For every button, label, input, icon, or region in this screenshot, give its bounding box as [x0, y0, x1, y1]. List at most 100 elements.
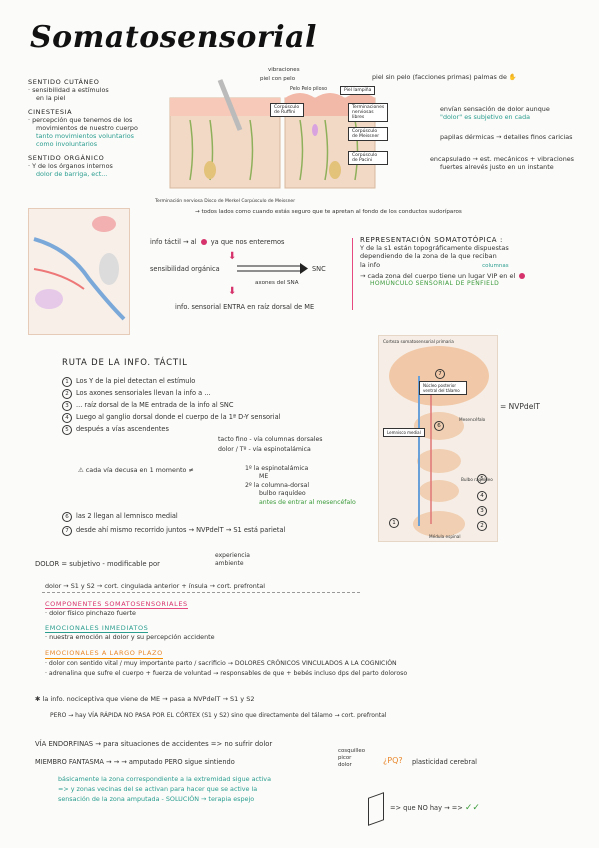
- ruta-number: 2: [62, 389, 72, 399]
- largo-line: · adrenalina que sufre el cuerpo + fuerz…: [45, 670, 408, 677]
- ruta-number: 6: [62, 512, 72, 522]
- nociceptiva-text: la info. nociceptiva que viene de ME → p…: [42, 695, 255, 703]
- sensation-item: cosquilleo: [338, 748, 366, 754]
- representacion-heading: REPRESENTACIÓN SOMATOTÓPICA :: [360, 236, 503, 244]
- factor-experiencia: experiencia: [215, 552, 250, 559]
- spinal-step-1: 1: [389, 518, 399, 528]
- largo-block: EMOCIONALES A LARGO PLAZO · dolor con se…: [45, 648, 407, 679]
- spinal-step-4: 4: [477, 491, 487, 501]
- pelo-label: Pelo Pelo piloso: [290, 87, 328, 92]
- ruta-number: 1: [62, 377, 72, 387]
- envian-line: "dolor" es subjetivo en cada: [440, 113, 531, 122]
- cinestesia-line: movimientos de nuestro cuerpo: [36, 124, 138, 133]
- spinal-step-2: 2: [477, 521, 487, 531]
- skin-figure: vibraciones piel con pelo Pelo Pelo pilo…: [150, 67, 388, 215]
- star-icon: ✱: [35, 695, 41, 703]
- largo-line: · dolor con sentido vital / muy importan…: [45, 660, 397, 667]
- columnas-label: columnas: [482, 262, 509, 269]
- sensation-item: dolor: [338, 762, 352, 768]
- todos-lados-note: → todos lados como cuando estás seguro q…: [195, 209, 462, 215]
- emo-line: · nuestra emoción al dolor y su percepci…: [45, 633, 215, 642]
- papilas-note: papilas dérmicas → detalles finos carici…: [440, 133, 573, 141]
- emo-heading: EMOCIONALES INMEDIATOS: [45, 624, 149, 634]
- dolor-path-line: dolor → S1 y S2 → cort. cingulada anteri…: [45, 582, 266, 590]
- cinestesia-line: · percepción que tenemos de los: [28, 115, 133, 124]
- plasticidad-label: plasticidad cerebral: [412, 758, 477, 766]
- skin-bottom-labels: Terminación nerviosa Disco de Merkel Cor…: [155, 199, 296, 204]
- piel-con-pelo-label: piel con pelo: [260, 76, 296, 82]
- down-arrow-icon: ⬇: [228, 251, 237, 262]
- warning-icon: ⚠: [78, 466, 84, 474]
- cada-via-text: cada vía decusa en 1 momento: [85, 466, 187, 474]
- axones-label: axones del SNA: [255, 280, 299, 286]
- bas-line: => y zonas vecinas del se activan para h…: [58, 785, 258, 793]
- spinal-step-3: 3: [477, 506, 487, 516]
- dolor-def-line: DOLOR = subjetivo - modificable por: [35, 560, 160, 568]
- tacto-fino-line: tacto fino - vía columnas dorsales: [218, 436, 323, 443]
- hand-icon: ✋: [508, 73, 517, 81]
- talamo-box: Núcleo posterior ventral del tálamo: [419, 381, 467, 395]
- ruta-item: 2 Los axones sensoriales llevan la info a…: [62, 387, 280, 399]
- brain-icon: [200, 239, 207, 245]
- cada-via-line: ⚠ cada vía decusa en 1 momento ≠: [78, 466, 194, 474]
- page-title: Somatosensorial: [30, 20, 317, 55]
- fantasma-line: MIEMBRO FANTASMA → → → amputado PERO sig…: [35, 758, 235, 766]
- representacion-line: Y de la s1 están topográficamente dispue…: [360, 244, 509, 253]
- representacion-line: → cada zona del cuerpo tiene un lugar VI…: [360, 271, 516, 280]
- representacion-line: la info: [360, 260, 381, 269]
- factor-ambiente: ambiente: [215, 560, 244, 567]
- sens-organica-label: sensibilidad orgánica: [150, 265, 220, 273]
- cutaneo-heading: SENTIDO CUTÁNEO: [28, 78, 100, 86]
- ruta-text: desde ahí mismo recorrido juntos → NVPde…: [76, 526, 286, 534]
- endorfinas-line: VÍA ENDORFINAS → para situaciones de acc…: [35, 740, 273, 748]
- decusa-list: 1º la espinotalámica ME 2º la columna-do…: [245, 465, 356, 507]
- organico-line: dolor de barriga, ect...: [36, 170, 108, 179]
- envian-line: envían sensación de dolor aunque: [440, 105, 550, 113]
- info-tactil-text: info táctil → al: [150, 238, 197, 246]
- final-text: => que NO hay → =>: [390, 804, 463, 812]
- ruta-number: 3: [62, 401, 72, 411]
- ruta-text: las 2 llegan al lemnisco medial: [76, 512, 178, 520]
- info-sensorial-label: info. sensorial ENTRA en raíz dorsal de …: [175, 303, 315, 311]
- vibraciones-label: vibraciones: [268, 67, 300, 73]
- homunculo-label: HOMÚNCULO SENSORIAL DE PENFIELD: [370, 280, 500, 288]
- nerve-figure: [28, 208, 130, 335]
- brain-icon: [519, 272, 526, 279]
- dolor-t-line: dolor / Tº - vía espinotalámica: [218, 446, 311, 453]
- lemnisco-box: Lemnisco medial: [383, 428, 425, 437]
- sensation-item: picor: [338, 755, 352, 761]
- piel-lampina-box: Piel lampiña: [340, 86, 376, 95]
- envian-note: envían sensación de dolor aunque "dolor"…: [440, 105, 550, 121]
- final-line: => que NO hay → => ✓✓: [390, 804, 480, 813]
- bracket-divider: [352, 238, 356, 310]
- bas-line: básicamente la zona correspondiente a la…: [58, 775, 271, 783]
- snc-arrow-icon: [237, 263, 308, 274]
- pero-line: PERO → hay VÍA RÁPIDA NO PASA POR EL CÓR…: [50, 712, 387, 719]
- divider: [42, 592, 360, 594]
- dec-line: bulbo raquídeo: [259, 490, 306, 498]
- bulbo-label: Bulbo raquídeo: [461, 477, 493, 482]
- representacion-section: REPRESENTACIÓN SOMATOTÓPICA : Y de la s1…: [360, 236, 527, 288]
- comp-heading: COMPONENTES SOMATOSENSORIALES: [45, 600, 188, 610]
- nerve-illustration: [33, 216, 126, 321]
- dec-line: 2º la columna-dorsal: [245, 481, 310, 489]
- cortex-label: Corteza somatosensorial primaria: [383, 339, 454, 344]
- ruta-text: ... raíz dorsal de la ME entrada de la i…: [76, 401, 234, 409]
- spinal-step-5: 5: [477, 474, 487, 484]
- cinestesia-heading: CINESTESIA: [28, 107, 73, 116]
- dolor-factors: experiencia ambiente: [215, 552, 250, 568]
- nociceptiva-line: ✱ la info. nociceptiva que viene de ME →…: [35, 695, 254, 703]
- piel-sin-pelo-note: piel sin pelo (facciones primas) palmas …: [372, 73, 507, 81]
- ruta-text: Los axones sensoriales llevan la info a …: [76, 389, 211, 397]
- organico-heading: SENTIDO ORGÁNICO: [28, 153, 105, 162]
- sensations-list: cosquilleo picor dolor: [338, 748, 365, 769]
- representacion-line: dependiendo de la zona de la que reciban: [360, 252, 497, 261]
- encapsulado-line: fuertes alrevés justo en un instante: [440, 163, 554, 172]
- spinal-step-7: 7: [435, 369, 445, 379]
- mesencefalo-label: Mesencéfalo: [459, 417, 486, 422]
